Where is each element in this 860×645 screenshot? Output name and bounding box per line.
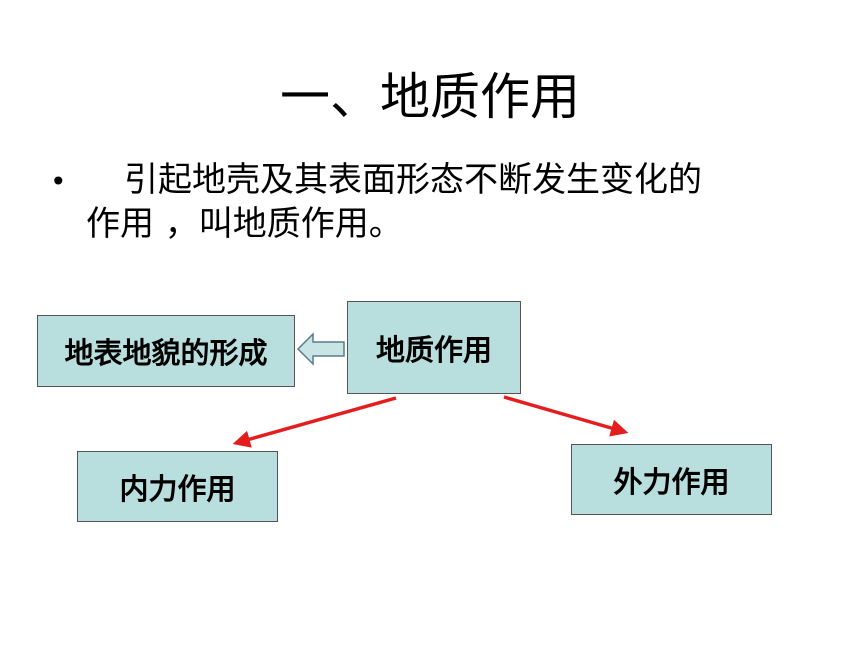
node-geological-process-label: 地质作用 — [375, 332, 492, 367]
node-external-force-label: 外力作用 — [613, 464, 730, 499]
node-internal-force: 内力作用 — [77, 451, 278, 522]
node-geological-process: 地质作用 — [347, 301, 521, 394]
arrow-to-outer-force — [503, 395, 629, 437]
definition-line-1: 引起地壳及其表面形态不断发生变化的 — [124, 160, 702, 200]
hollow-arrow-left — [296, 332, 345, 366]
bullet-marker: • — [50, 165, 67, 198]
node-landform-formation: 地表地貌的形成 — [37, 315, 295, 387]
definition-line-2: 作用 ，叫地质作用。 — [86, 204, 403, 244]
arrow-to-inner-force — [232, 396, 397, 448]
slide-title: 一、地质作用 — [280, 68, 580, 126]
node-landform-formation-label: 地表地貌的形成 — [64, 336, 268, 370]
node-external-force: 外力作用 — [571, 444, 772, 515]
node-internal-force-label: 内力作用 — [119, 471, 236, 506]
